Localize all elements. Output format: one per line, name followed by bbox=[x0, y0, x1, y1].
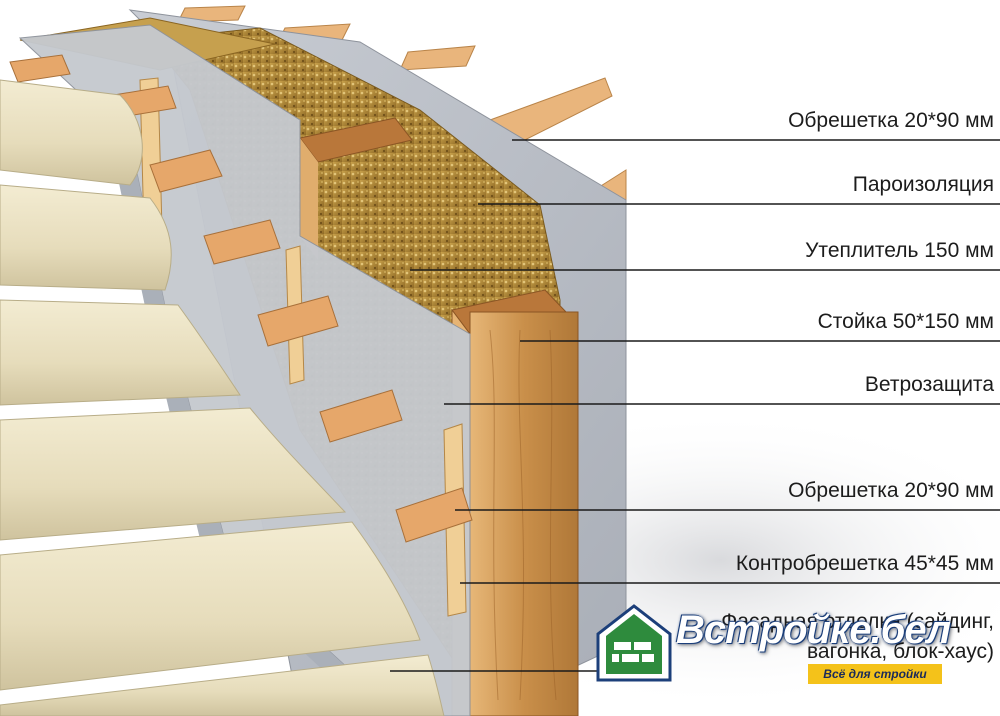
label-vapour-barrier: Пароизоляция bbox=[852, 173, 994, 196]
label-batten-outer: Обрешетка 20*90 мм bbox=[788, 479, 994, 502]
label-batten-inner: Обрешетка 20*90 мм bbox=[788, 109, 994, 132]
label-facade-line2: вагонка, блок-хаус) bbox=[807, 640, 994, 663]
stud-grain bbox=[489, 329, 557, 701]
counter-battens bbox=[139, 77, 467, 617]
siding bbox=[0, 79, 445, 716]
logo-title: Встройке.бел bbox=[676, 608, 951, 652]
outer-battens bbox=[9, 54, 473, 543]
logo-subtitle: Всё для стройки bbox=[808, 664, 942, 684]
label-counter-batten: Контробрешетка 45*45 мм bbox=[735, 552, 994, 575]
label-facade-line1: Фасадная отделка (сайдинг, bbox=[721, 610, 994, 633]
site-logo: Встройке.бел Всё для стройки bbox=[596, 604, 976, 692]
leader-lines bbox=[390, 139, 1000, 672]
stud-front bbox=[300, 138, 318, 260]
brick-house-icon bbox=[596, 604, 672, 682]
label-wind-barrier: Ветрозащита bbox=[864, 373, 994, 396]
stud-main bbox=[469, 311, 579, 716]
label-insulation: Утеплитель 150 мм bbox=[805, 239, 994, 262]
label-stud: Стойка 50*150 мм bbox=[817, 310, 994, 333]
